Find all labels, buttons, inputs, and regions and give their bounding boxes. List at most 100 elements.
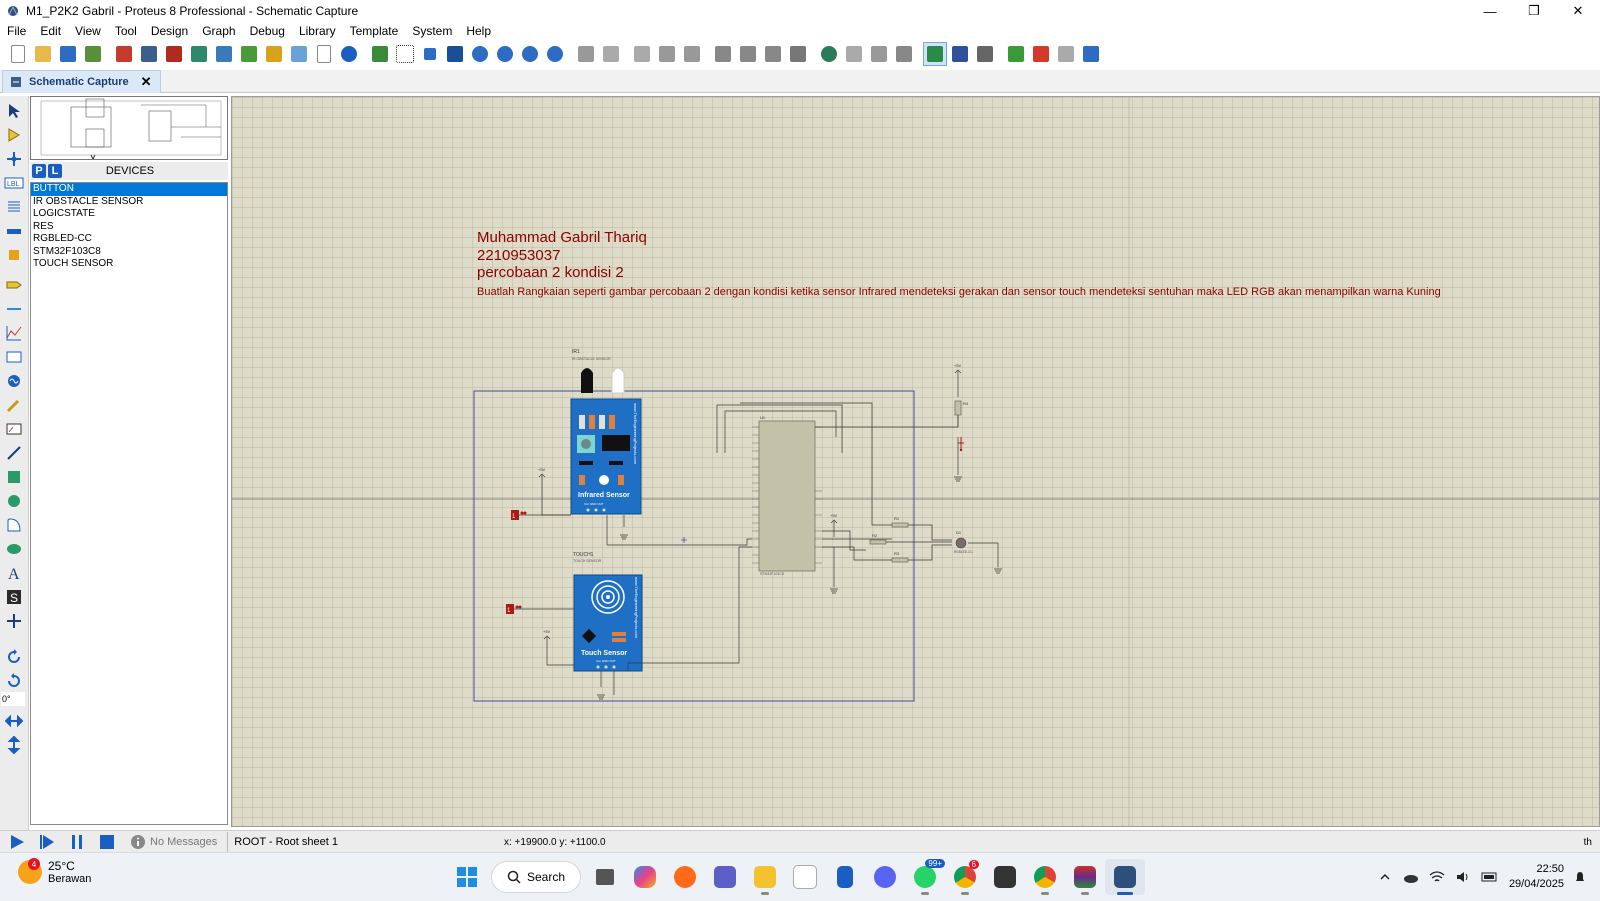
run-simulation-button[interactable] [4, 832, 30, 852]
pin-mode-button[interactable] [3, 298, 25, 320]
pause-simulation-button[interactable] [64, 832, 90, 852]
discord-button[interactable] [865, 859, 905, 895]
menu-file[interactable]: File [7, 24, 27, 38]
new-file-button[interactable] [6, 42, 30, 66]
device-item-ir-obstacle-sensor[interactable]: IR OBSTACLE SENSOR [33, 195, 144, 207]
menu-tool[interactable]: Tool [114, 24, 137, 38]
rotate-clockwise-button[interactable] [3, 646, 25, 668]
note-student-id[interactable]: 2210953037 [477, 247, 561, 264]
menu-library[interactable]: Library [298, 24, 336, 38]
chrome-button[interactable]: 6 [945, 859, 985, 895]
stop-simulation-button[interactable] [94, 832, 120, 852]
text-script-mode-button[interactable] [3, 196, 25, 218]
step-simulation-button[interactable] [34, 832, 60, 852]
file-explorer-button[interactable] [745, 859, 785, 895]
import-button[interactable] [81, 42, 105, 66]
generator-mode-button[interactable] [3, 370, 25, 392]
tape-recorder-mode-button[interactable] [3, 346, 25, 368]
open-file-button[interactable] [31, 42, 55, 66]
circle-mode-button[interactable] [3, 490, 25, 512]
symbol-mode-button[interactable]: S [3, 586, 25, 608]
taskbar-search[interactable]: Search [491, 861, 581, 893]
notification-icon[interactable] [1574, 870, 1586, 884]
game-app-button[interactable] [985, 859, 1025, 895]
new-sheet-button[interactable] [1004, 42, 1028, 66]
menu-template[interactable]: Template [349, 24, 399, 38]
note-experiment[interactable]: percobaan 2 kondisi 2 [477, 264, 624, 281]
subcircuit-mode-button[interactable] [3, 244, 25, 266]
mirror-vertical-button[interactable] [3, 734, 25, 756]
save-button[interactable] [56, 42, 80, 66]
junction-mode-button[interactable] [3, 148, 25, 170]
instruments-mode-button[interactable] [3, 418, 25, 440]
pick-device-button[interactable] [817, 42, 841, 66]
onedrive-icon[interactable] [1401, 870, 1419, 884]
teams-button[interactable] [705, 859, 745, 895]
schematic-canvas[interactable]: Muhammad Gabril Thariq 2210953037 percob… [231, 96, 1600, 827]
search-tag-button[interactable] [948, 42, 972, 66]
home-button[interactable] [112, 42, 136, 66]
cost-button[interactable] [262, 42, 286, 66]
probe-mode-button[interactable] [3, 394, 25, 416]
menu-view[interactable]: View [75, 24, 101, 38]
message-indicator[interactable]: No Messages [130, 834, 217, 850]
note-author-name[interactable]: Muhammad Gabril Thariq [477, 229, 647, 246]
winrar-button[interactable] [1065, 859, 1105, 895]
zoom-in-button[interactable] [468, 42, 492, 66]
weather-widget[interactable]: 4 25°C Berawan [18, 858, 91, 885]
tab-schematic-capture[interactable]: Schematic Capture ✕ [2, 70, 161, 93]
notes-button[interactable] [312, 42, 336, 66]
chrome-profile-button[interactable] [1025, 859, 1065, 895]
zoom-out-button[interactable] [493, 42, 517, 66]
task-view-button[interactable] [585, 859, 625, 895]
menu-debug[interactable]: Debug [249, 24, 285, 38]
terminals-mode-button[interactable] [3, 274, 25, 296]
paste-button[interactable] [680, 42, 704, 66]
path-mode-button[interactable] [3, 538, 25, 560]
pick-device-p-button[interactable]: P [32, 164, 46, 178]
bom-button[interactable] [237, 42, 261, 66]
whatsapp-button[interactable]: 99+ [905, 859, 945, 895]
block-rotate-button[interactable] [761, 42, 785, 66]
gerber-button[interactable] [212, 42, 236, 66]
sheet-indicator[interactable]: ROOT - Root sheet 1 [227, 832, 338, 852]
device-item-res[interactable]: RES [33, 220, 54, 232]
block-copy-button[interactable] [711, 42, 735, 66]
component-mode-button[interactable] [3, 124, 25, 146]
arc-mode-button[interactable] [3, 514, 25, 536]
zoom-area-button[interactable] [543, 42, 567, 66]
device-item-button[interactable]: BUTTON [31, 183, 227, 196]
clock[interactable]: 22:50 29/04/2025 [1509, 862, 1564, 892]
mirror-horizontal-button[interactable] [3, 710, 25, 732]
mcu-stm32[interactable]: U1 STM32F103C8 [752, 415, 822, 576]
box-mode-button[interactable] [3, 466, 25, 488]
minimize-button[interactable]: — [1483, 3, 1497, 19]
text-mode-button[interactable]: A [3, 562, 25, 584]
edit-properties-button[interactable] [1079, 42, 1103, 66]
close-window-button[interactable]: ✕ [1572, 3, 1584, 18]
microsoft-store-button[interactable] [785, 859, 825, 895]
block-delete-button[interactable] [786, 42, 810, 66]
power-terminal-ir[interactable]: +5V [538, 467, 571, 516]
copy-button[interactable] [655, 42, 679, 66]
battery-icon[interactable] [1481, 870, 1499, 884]
rotation-angle-field[interactable]: 0° [1, 692, 25, 706]
resistor-r3[interactable]: R3 [891, 551, 909, 563]
device-item-touch-sensor[interactable]: TOUCH SENSOR [33, 258, 114, 269]
wifi-icon[interactable] [1429, 870, 1445, 884]
ir-sensor-module[interactable]: IR1 IR OBSTACLE SENSOR Infrared Sensor V… [570, 349, 642, 515]
device-item-stm32f103c8[interactable]: STM32F103C8 [33, 245, 101, 257]
device-item-logicstate[interactable]: LOGICSTATE [33, 208, 95, 219]
schematic-button[interactable] [137, 42, 161, 66]
pcb-button[interactable] [162, 42, 186, 66]
grid-toggle-button[interactable] [393, 42, 417, 66]
wire-autorouter-button[interactable] [923, 42, 947, 66]
line-mode-button[interactable] [3, 442, 25, 464]
pushbutton[interactable] [958, 437, 964, 452]
menu-system[interactable]: System [412, 24, 453, 38]
overview-window[interactable] [30, 96, 228, 161]
menu-design[interactable]: Design [150, 24, 189, 38]
menu-help[interactable]: Help [466, 24, 492, 38]
pan-button[interactable] [443, 42, 467, 66]
rotate-anticlockwise-button[interactable] [3, 670, 25, 692]
